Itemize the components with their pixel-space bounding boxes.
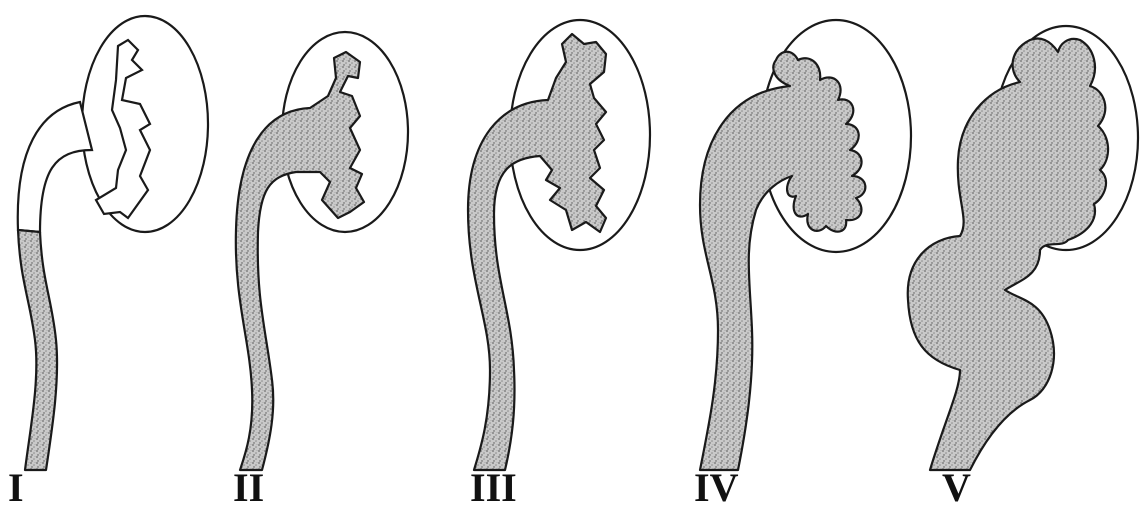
grade-4-kidney-ureter [700,20,911,470]
grade-5-collecting-system [908,39,1108,471]
grade-1-upper-ureter [18,102,92,232]
grade-4-collecting-system [700,52,865,470]
grade-2-collecting-system [236,52,364,470]
grade-label-2: II [233,468,264,508]
grade-2-kidney-ureter [236,32,408,470]
grade-label-4: IV [694,468,738,508]
grade-label-3: III [470,468,517,508]
grade-label-5: V [942,468,971,508]
grade-label-1: I [8,468,24,508]
grade-5-kidney-ureter [908,26,1138,470]
grade-3-kidney-ureter [468,20,650,470]
grade-1-kidney-ureter [18,16,208,470]
grade-1-lower-ureter [18,230,57,470]
